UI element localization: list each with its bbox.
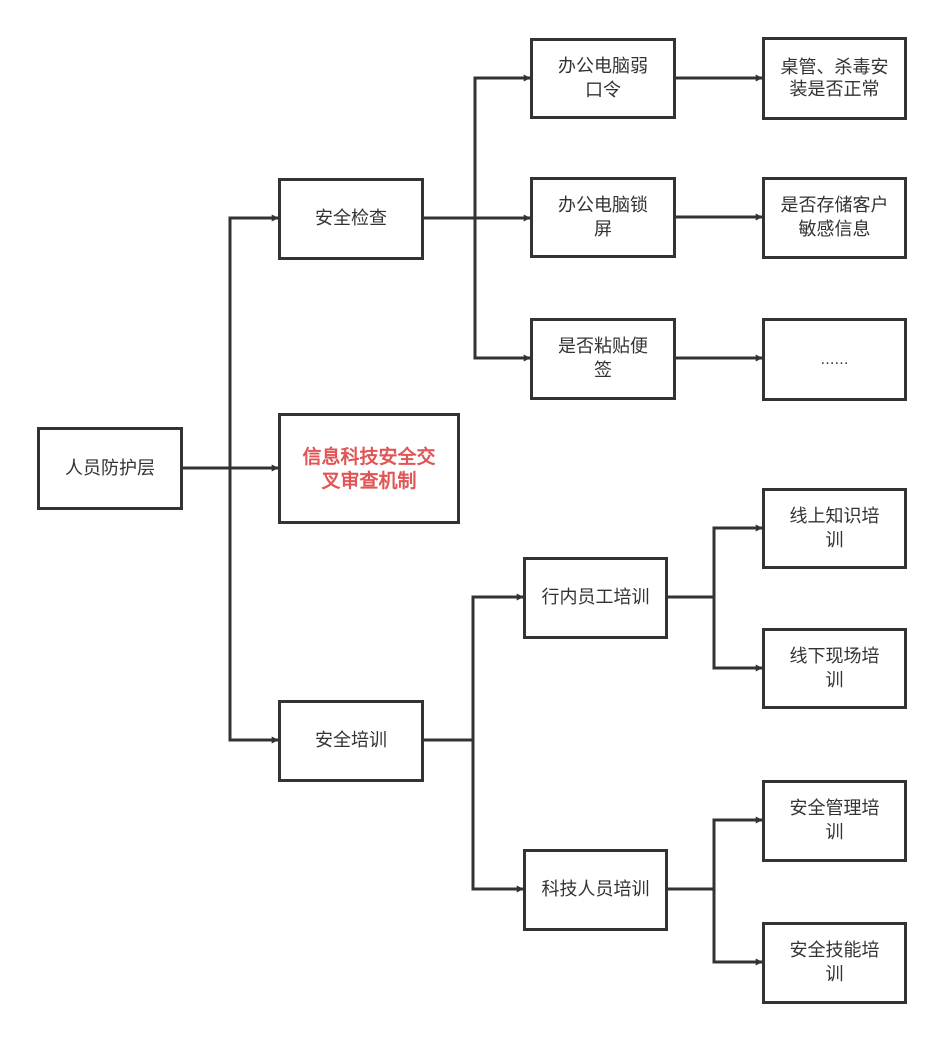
node-cross-review-label: 信息科技安全交叉审查机制 bbox=[302, 445, 436, 492]
node-mgmt-training: 安全管理培训 bbox=[762, 780, 907, 862]
node-sticky-note: 是否粘贴便签 bbox=[530, 318, 676, 400]
node-security-check-label: 安全检查 bbox=[315, 208, 387, 229]
edge-root-check bbox=[183, 214, 279, 470]
node-software-check-label: 桌管、杀毒安装是否正常 bbox=[780, 56, 889, 100]
node-online-training-label: 线上知识培训 bbox=[789, 505, 880, 551]
edge-check-sticky bbox=[424, 216, 531, 362]
node-tech-training: 科技人员培训 bbox=[523, 849, 668, 931]
node-root: 人员防护层 bbox=[37, 427, 183, 510]
node-customer-info-label: 是否存储客户敏感信息 bbox=[780, 195, 889, 240]
node-software-check: 桌管、杀毒安装是否正常 bbox=[762, 37, 907, 120]
edge-training-tech bbox=[424, 738, 524, 893]
node-security-training-label: 安全培训 bbox=[315, 730, 387, 751]
node-pc-lock: 办公电脑锁屏 bbox=[530, 177, 676, 258]
node-customer-info: 是否存储客户敏感信息 bbox=[762, 177, 907, 259]
node-mgmt-training-label: 安全管理培训 bbox=[789, 798, 880, 843]
node-offline-training: 线下现场培训 bbox=[762, 628, 907, 709]
node-security-check: 安全检查 bbox=[278, 178, 424, 260]
edge-staff-offline bbox=[668, 595, 763, 672]
node-cross-review: 信息科技安全交叉审查机制 bbox=[278, 413, 460, 524]
node-pc-password: 办公电脑弱口令 bbox=[530, 38, 676, 119]
node-root-label: 人员防护层 bbox=[65, 457, 155, 479]
edge-root-training bbox=[183, 466, 279, 744]
edge-staff-online bbox=[668, 524, 763, 599]
node-pc-password-label: 办公电脑弱口令 bbox=[558, 55, 648, 101]
node-staff-training: 行内员工培训 bbox=[523, 557, 668, 639]
node-sticky-note-label: 是否粘贴便签 bbox=[558, 336, 648, 381]
node-security-training: 安全培训 bbox=[278, 700, 424, 782]
edge-training-staff bbox=[424, 593, 524, 742]
node-staff-training-label: 行内员工培训 bbox=[541, 587, 650, 608]
node-ellipsis: …… bbox=[762, 318, 907, 401]
node-skill-training: 安全技能培训 bbox=[762, 922, 907, 1004]
node-skill-training-label: 安全技能培训 bbox=[789, 940, 880, 985]
node-offline-training-label: 线下现场培训 bbox=[789, 645, 880, 691]
node-ellipsis-label: …… bbox=[820, 351, 849, 368]
node-online-training: 线上知识培训 bbox=[762, 488, 907, 569]
node-tech-training-label: 科技人员培训 bbox=[541, 879, 650, 900]
edge-tech-skill bbox=[668, 887, 763, 966]
edge-tech-mgmt bbox=[668, 816, 763, 891]
node-pc-lock-label: 办公电脑锁屏 bbox=[558, 194, 648, 240]
edge-check-password bbox=[424, 74, 531, 220]
